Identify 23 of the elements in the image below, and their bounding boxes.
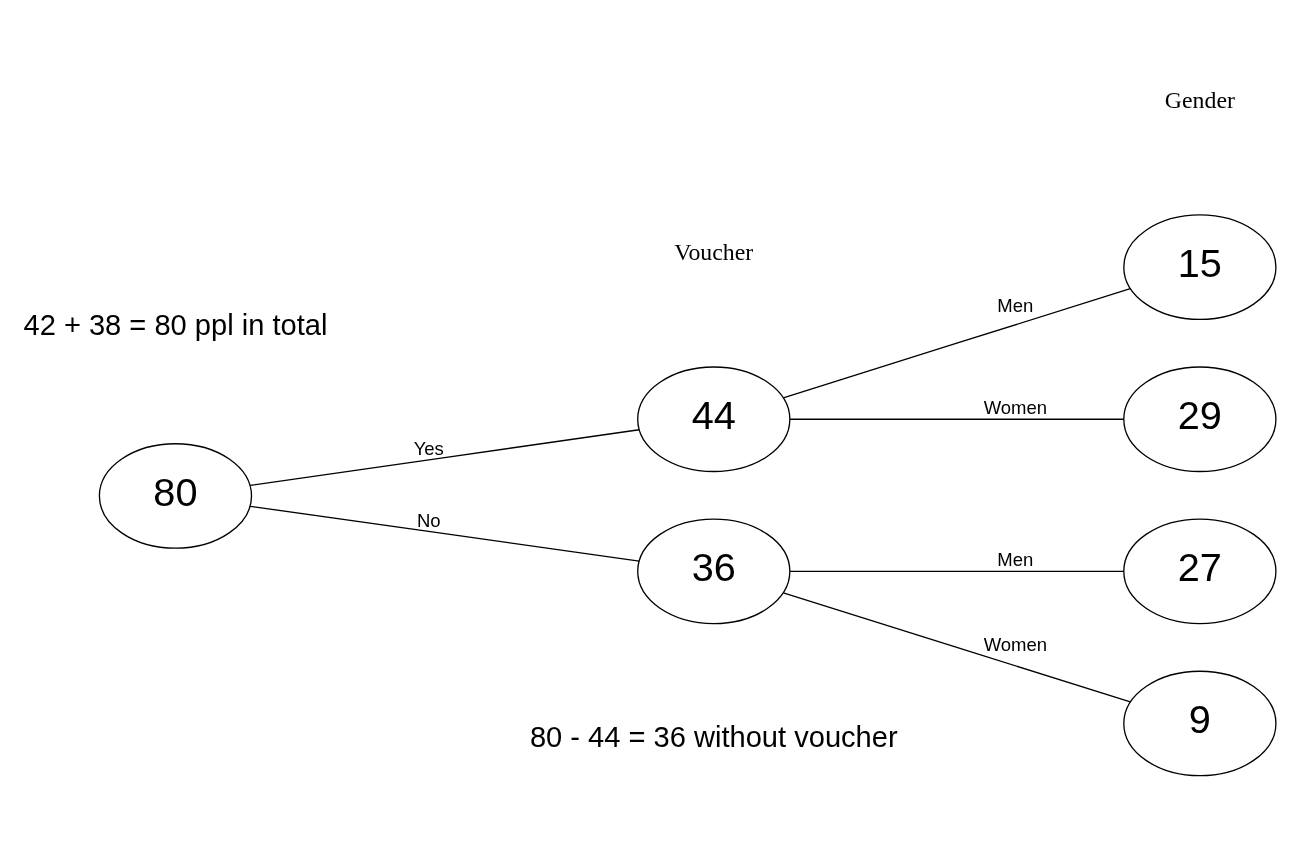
node-ellipse: 15: [1123, 214, 1277, 321]
node-ellipse: 44: [637, 366, 791, 473]
node-ellipse: 29: [1123, 366, 1277, 473]
label: Gender: [1164, 86, 1235, 113]
connector: [782, 287, 1131, 399]
node-ellipse: 80: [98, 443, 253, 549]
label: Voucher: [674, 238, 754, 265]
edge-label: Women: [983, 633, 1048, 655]
edge-label: No: [416, 509, 441, 531]
node-ellipse: 9: [1123, 670, 1277, 777]
connector: [789, 570, 1125, 572]
connector: [782, 592, 1131, 703]
node-ellipse: 36: [637, 518, 791, 625]
label: 42 + 38 = 80 ppl in total: [23, 309, 328, 342]
edge-label: Yes: [413, 438, 444, 460]
node-ellipse: 27: [1123, 518, 1277, 625]
edge-label: Women: [983, 397, 1048, 419]
connector: [789, 418, 1125, 420]
connector: [249, 505, 640, 562]
edge-label: Men: [997, 295, 1034, 317]
edge-label: Men: [997, 549, 1034, 571]
label: 80 - 44 = 36 without voucher: [529, 720, 898, 753]
connector: [249, 429, 640, 487]
